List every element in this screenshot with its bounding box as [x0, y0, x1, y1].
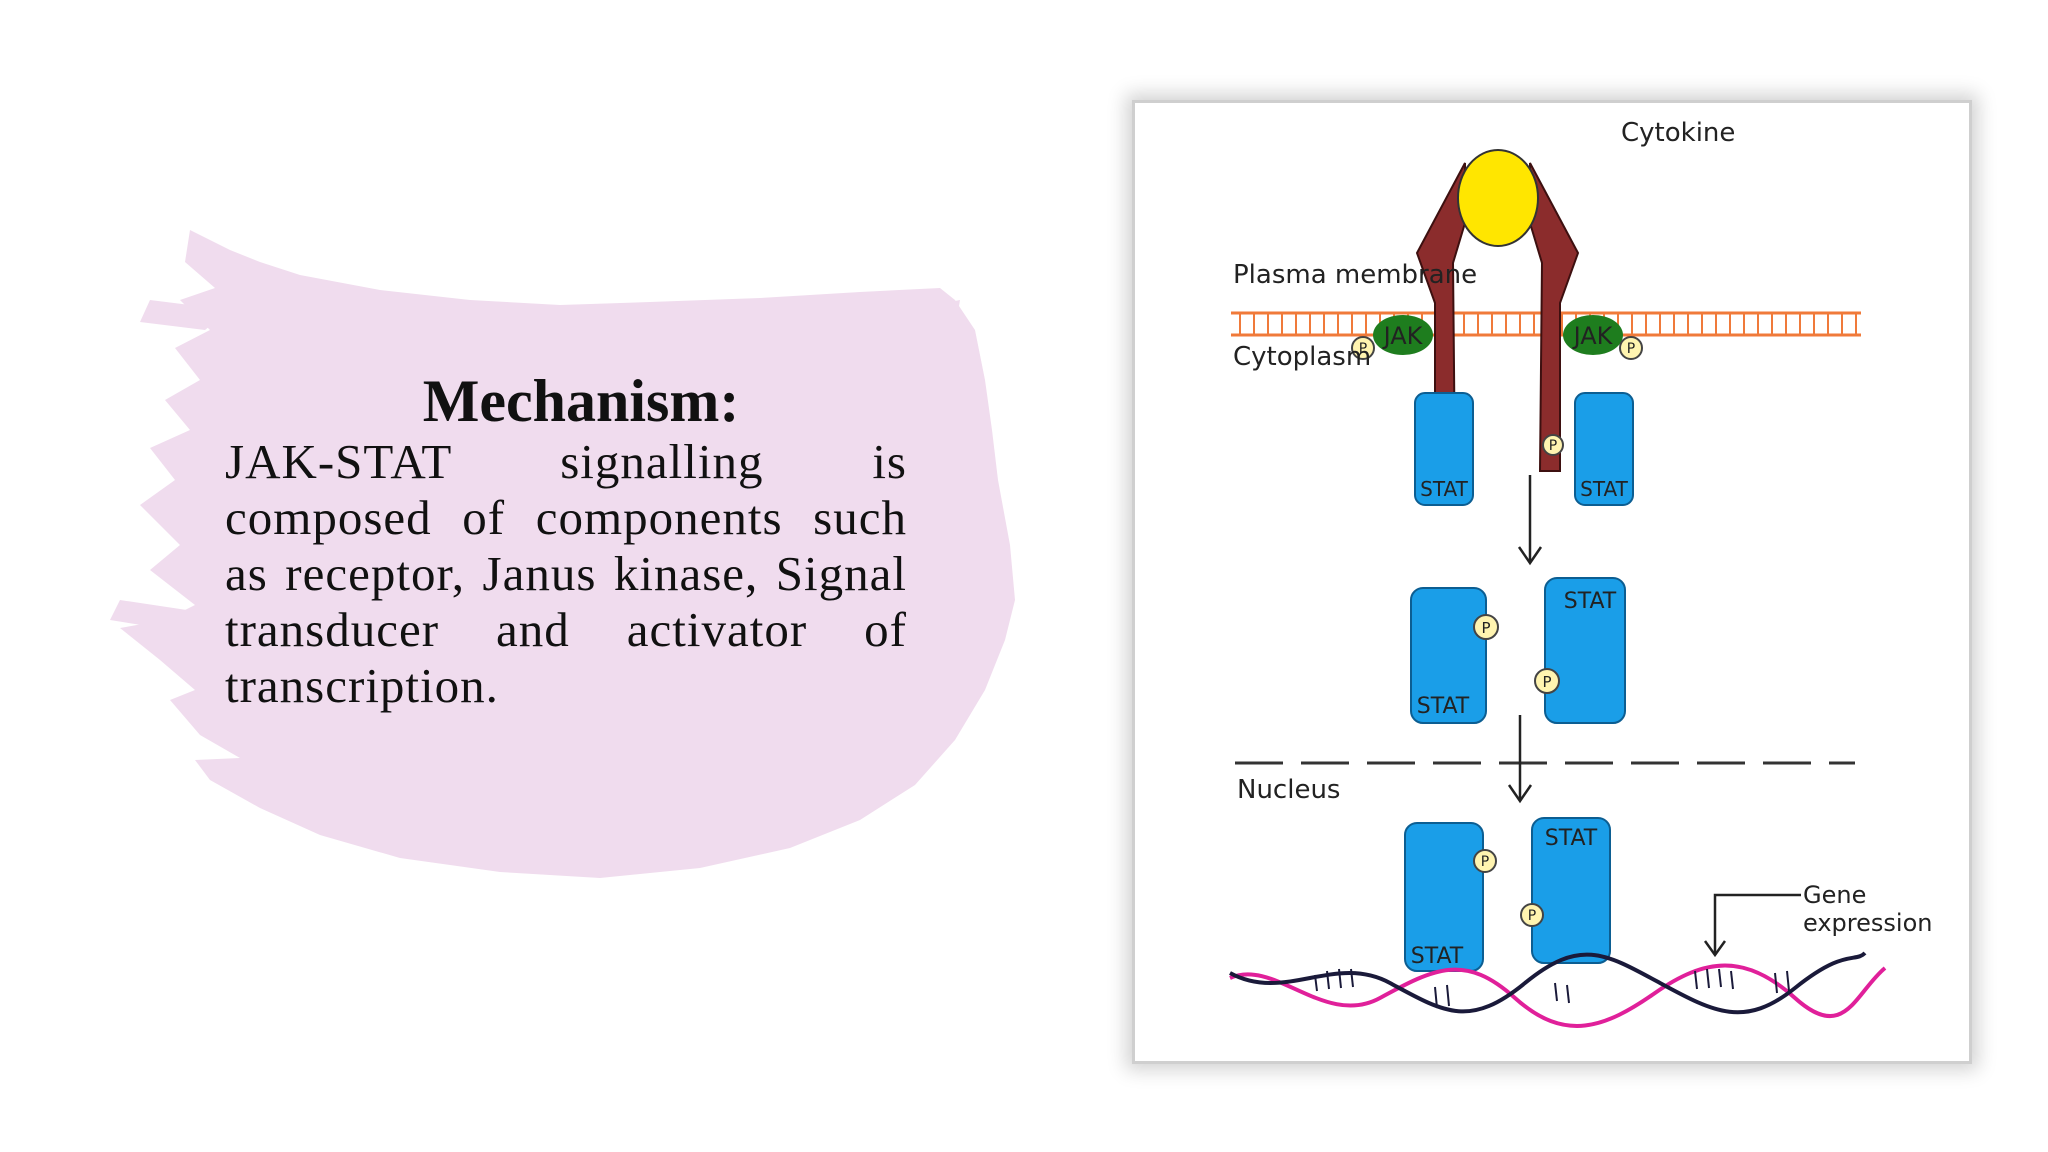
svg-text:P: P	[1481, 854, 1489, 870]
label-gene: Gene	[1803, 881, 1866, 909]
arrow-down-1	[1517, 475, 1543, 566]
gene-expression-arrow	[1703, 893, 1801, 958]
svg-text:P: P	[1549, 438, 1557, 454]
svg-text:P: P	[1542, 673, 1551, 691]
arrow-down-2	[1507, 715, 1533, 804]
svg-text:JAK: JAK	[1572, 322, 1614, 350]
svg-text:STAT: STAT	[1564, 589, 1617, 614]
slide-body-text: JAK-STAT signalling is composed of compo…	[225, 434, 907, 713]
svg-text:JAK: JAK	[1382, 322, 1424, 350]
dna-double-helix	[1229, 951, 1887, 1028]
svg-text:STAT: STAT	[1420, 477, 1468, 501]
svg-text:STAT: STAT	[1580, 477, 1628, 501]
label-cytoplasm: Cytoplasm	[1233, 342, 1371, 372]
label-plasma-membrane: Plasma membrane	[1233, 260, 1477, 290]
svg-text:STAT: STAT	[1545, 826, 1598, 851]
svg-text:P: P	[1481, 619, 1490, 637]
label-nucleus: Nucleus	[1237, 775, 1340, 805]
slide-title: Mechanism:	[422, 368, 740, 434]
svg-text:STAT: STAT	[1417, 694, 1470, 719]
svg-text:STAT: STAT	[1411, 944, 1464, 969]
stat-right-receptor: STAT	[1574, 392, 1634, 506]
svg-text:P: P	[1528, 908, 1536, 924]
svg-text:P: P	[1627, 341, 1635, 357]
jak-left: JAK	[1373, 315, 1433, 355]
label-expression: expression	[1803, 909, 1932, 937]
cytokine-ball	[1457, 149, 1539, 247]
stat-dimer-cytoplasm: STAT STAT P P	[1410, 577, 1626, 724]
stat-left-receptor: STAT	[1414, 392, 1474, 506]
svg-text:P: P	[1359, 341, 1367, 357]
label-cytokine: Cytokine	[1621, 118, 1735, 148]
stat-dimer-nucleus: STAT STAT P P	[1404, 817, 1611, 972]
jak-right: JAK	[1563, 315, 1623, 355]
jak-stat-diagram-figure: JAK JAK P P P P STAT	[1132, 100, 1972, 1064]
text-block: Mechanism: JAK-STAT signalling is compos…	[225, 368, 907, 714]
